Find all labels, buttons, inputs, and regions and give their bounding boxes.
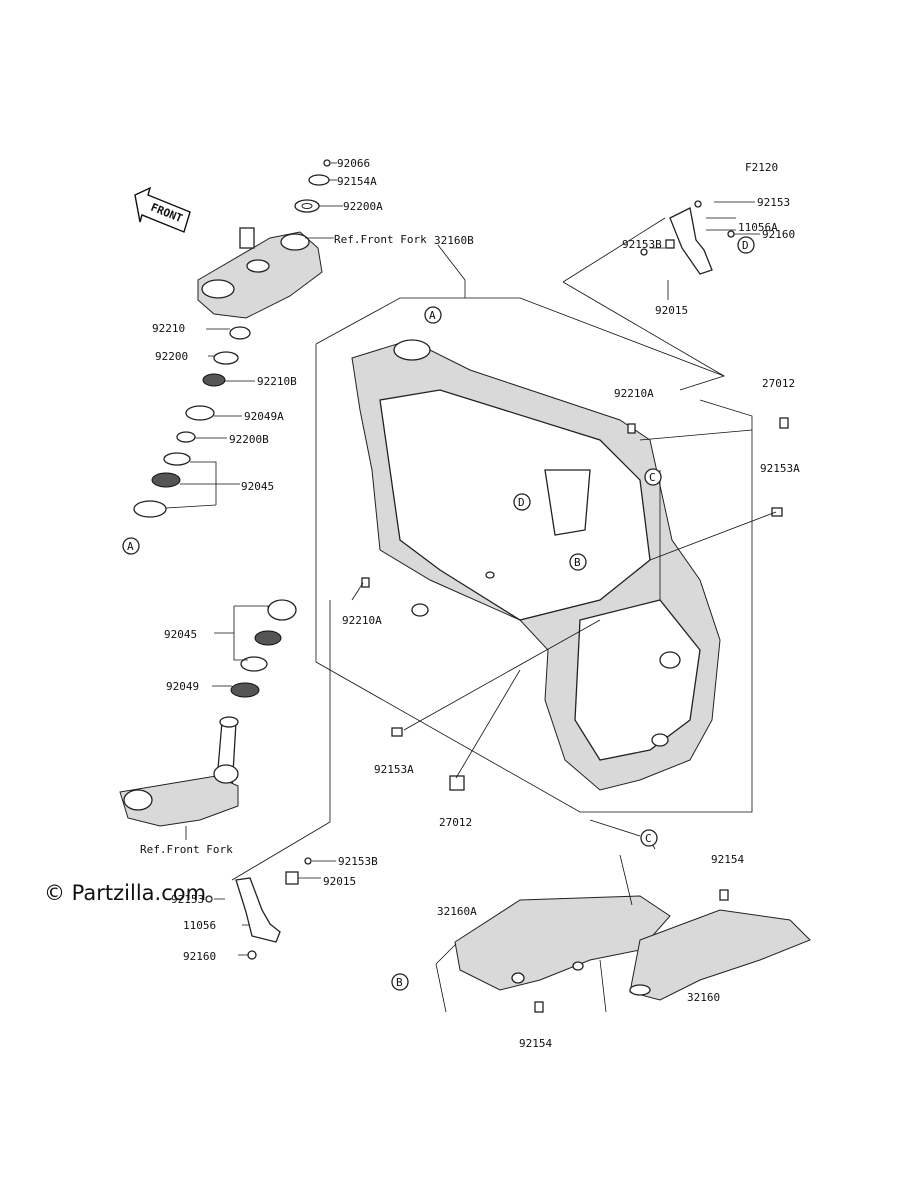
part-labels: 92066 92154A 92200A 92210 92200 92210B 9… [152,157,800,1050]
part-label: 92200 [155,350,188,363]
svg-text:B: B [574,556,581,569]
svg-text:A: A [127,540,134,553]
steering-top-stack [294,159,331,213]
svg-text:D: D [518,496,525,509]
part-label: 92045 [164,628,197,641]
part-label: 92049A [244,410,284,423]
part-label: 92045 [241,480,274,493]
part-label: 92153 [171,893,204,906]
ref-front-fork-bottom: Ref.Front Fork [140,843,233,856]
lower-triple-clamp-stem [119,716,239,827]
lower-bearing-stack [230,599,297,698]
bolt-92210A-upper [627,423,636,434]
part-label: 92153B [338,855,378,868]
part-label: 92210A [342,614,382,627]
part-label: 92210B [257,375,297,388]
part-label: 92066 [337,157,370,170]
sub-frame-32160 [629,909,811,1001]
part-label: 11056 [183,919,216,932]
part-label: 27012 [439,816,472,829]
bolt-92210A-lower [361,577,370,588]
callout-D-bracket: D [737,236,755,254]
part-label: 92049 [166,680,199,693]
frame-bracket-outline [315,297,753,813]
part-label: 92210A [614,387,654,400]
front-arrow-icon: FRONT [134,186,191,233]
sub-frame-32160A [454,895,671,991]
bracket-11056A [562,200,736,377]
part-label: 92015 [323,875,356,888]
callout-C-subframe: C [640,829,658,847]
upper-triple-clamp [197,227,323,319]
stem-nut-and-bearing [133,326,251,518]
svg-text:B: B [396,976,403,989]
bolts-92154 [534,889,729,1013]
callout-A-stem: A [122,537,140,555]
svg-text:C: C [645,832,652,845]
main-frame [351,339,721,791]
callout-B-subframe: B [391,973,409,991]
figure-code: F2120 [745,161,778,174]
part-label: 92200B [229,433,269,446]
part-label: 92154 [519,1037,552,1050]
callout-B-frame: B [569,553,587,571]
bolt-92153A-right [771,507,783,517]
part-label: 92154 [711,853,744,866]
part-label: 32160B [434,234,474,247]
svg-text:A: A [429,309,436,322]
svg-text:D: D [742,239,749,252]
part-label: 92160 [762,228,795,241]
part-label: 92160 [183,950,216,963]
part-label: 92154A [337,175,377,188]
part-label: 92153A [760,462,800,475]
part-label: 92153A [374,763,414,776]
svg-text:C: C [649,471,656,484]
part-label: 27012 [762,377,795,390]
bracket-11056 [205,857,312,960]
part-label: 92153B [622,238,662,251]
watermark: © Partzilla.com [44,881,206,905]
part-label: 32160 [687,991,720,1004]
part-label: 92015 [655,304,688,317]
callout-D-frame: D [513,493,531,511]
bolt-92153A-left [391,727,403,737]
part-label: 92210 [152,322,185,335]
part-label: 11056A [738,221,778,234]
cap-27012-right [779,417,789,429]
part-label: 92200A [343,200,383,213]
cap-27012-bottom [449,775,465,791]
part-label: 32160A [437,905,477,918]
part-label: 92153 [757,196,790,209]
callout-C-frame: C [644,468,662,486]
ref-front-fork-top: Ref.Front Fork [334,233,427,246]
callout-A-frame: A [424,306,442,324]
